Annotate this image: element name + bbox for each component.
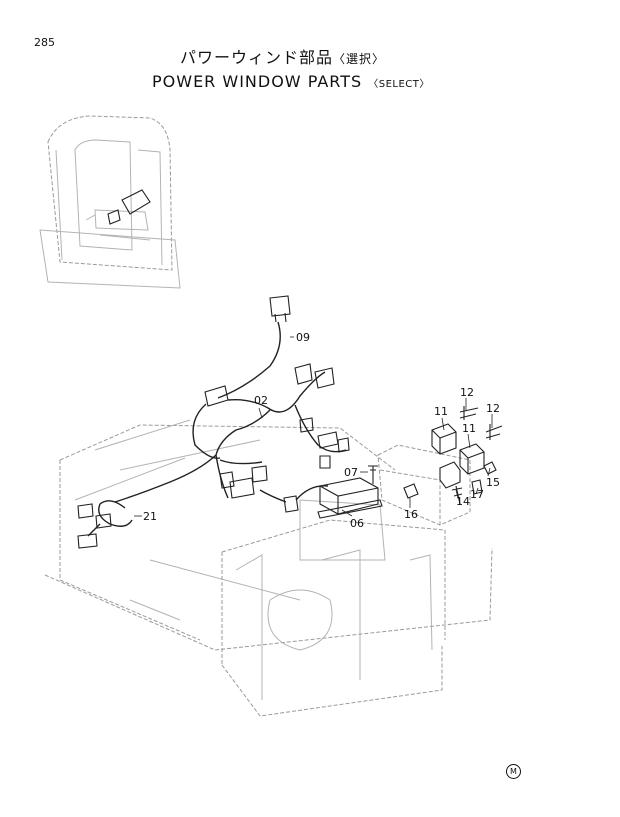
title-en-select: 〈SELECT〉: [368, 79, 430, 90]
relay-switch-drawing: [403, 406, 503, 505]
callout-06: 06: [350, 517, 364, 530]
callout-11-lower: 11: [462, 422, 476, 435]
controller-drawing: [317, 455, 383, 519]
callout-numbers: 09 02 07 06 21 11 11 12 12 14 15 16 17: [143, 331, 500, 530]
callout-11-upper: 11: [434, 405, 448, 418]
wire-harness-drawing: [77, 295, 350, 549]
machine-body-drawing: [44, 419, 493, 717]
callout-12-lower: 12: [486, 402, 500, 415]
title-english: POWER WINDOW PARTS 〈SELECT〉: [152, 72, 430, 91]
manual-mark: M: [506, 764, 521, 779]
page-number: 285: [34, 36, 55, 49]
callout-17: 17: [470, 488, 484, 501]
callout-09: 09: [296, 331, 310, 344]
title-japanese: パワーウィンド部品〈選択〉: [180, 44, 385, 68]
cab-overview-drawing: [39, 115, 181, 289]
callout-21: 21: [143, 510, 157, 523]
callout-leaders: [134, 336, 493, 517]
callout-02: 02: [254, 394, 268, 407]
callout-15: 15: [486, 476, 500, 489]
callout-14: 14: [456, 495, 470, 508]
title-jp-text: パワーウィンド部品: [180, 48, 334, 67]
callout-16: 16: [404, 508, 418, 521]
callout-07: 07: [344, 466, 358, 479]
title-en-text: POWER WINDOW PARTS: [152, 72, 363, 91]
callout-12-upper: 12: [460, 386, 474, 399]
title-jp-select: 〈選択〉: [333, 52, 386, 66]
